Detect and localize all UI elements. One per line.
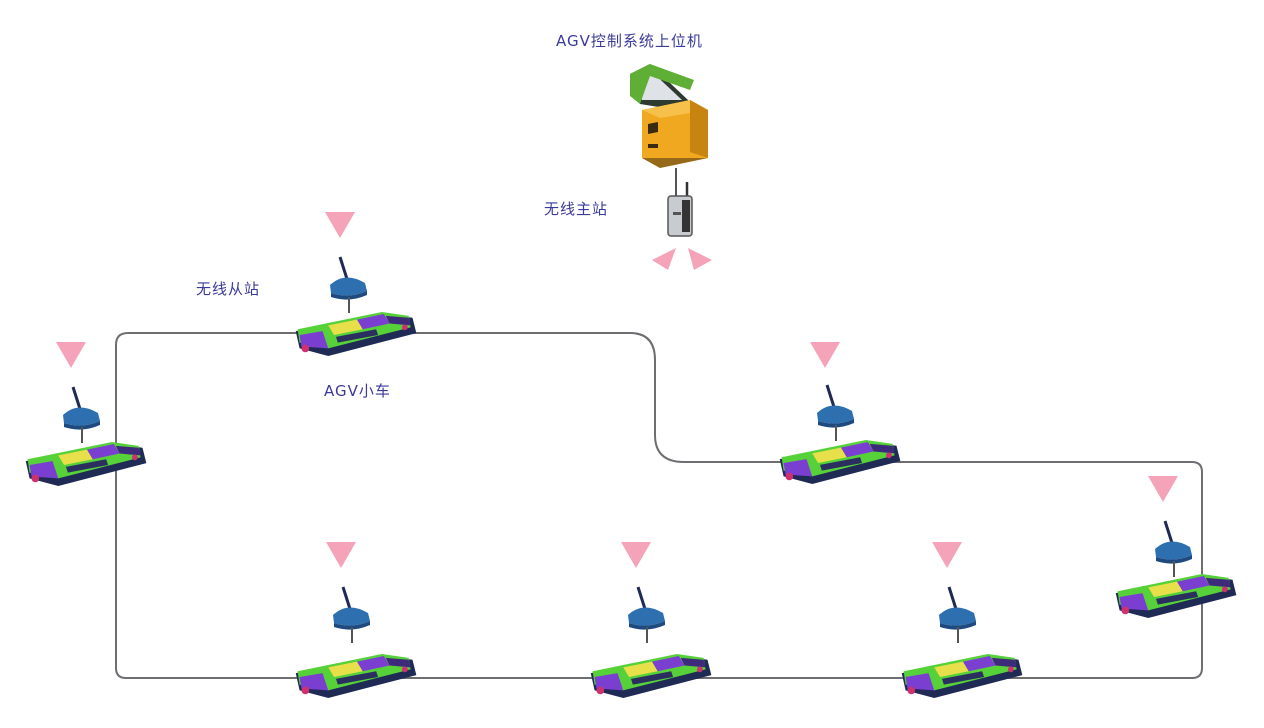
slave-station-label: 无线从站 — [196, 280, 261, 298]
agv-station-top — [295, 212, 417, 357]
agv-station-bottom-2 — [590, 542, 712, 699]
agv-station-right-edge — [1115, 476, 1237, 619]
agv-station-right-upper — [779, 342, 901, 485]
master-signal-icon — [652, 248, 712, 270]
agv-station-bottom-3 — [901, 542, 1023, 699]
host-computer-label: AGV控制系统上位机 — [556, 32, 703, 50]
master-access-point-icon — [667, 182, 693, 237]
agv-track — [115, 332, 1203, 679]
host-computer-icon — [630, 64, 708, 200]
agv-station-bottom-1 — [295, 542, 417, 699]
agv-station-left — [25, 342, 147, 487]
master-station-label: 无线主站 — [544, 200, 609, 218]
agv-vehicle-label: AGV小车 — [324, 382, 391, 400]
